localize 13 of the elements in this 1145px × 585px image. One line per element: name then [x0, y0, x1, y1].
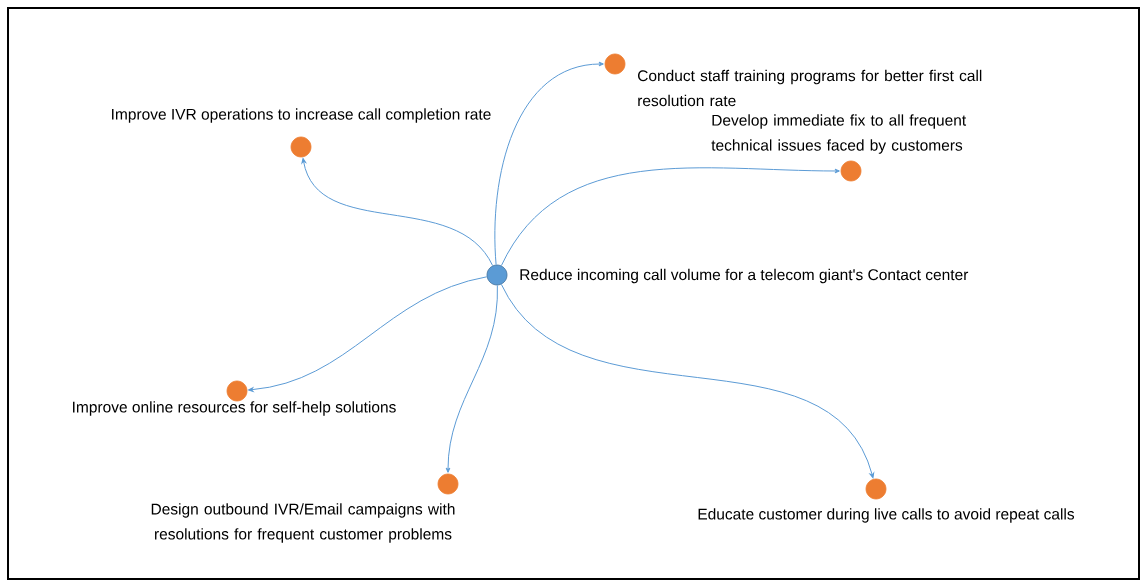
- node-label: Design outbound IVR/Email campaigns with resolutions for frequent customer problems: [151, 503, 455, 543]
- node-label: Develop immediate fix to all frequent technical issues faced by customers: [711, 114, 967, 154]
- node-label: Reduce incoming call volume for a telecom giant's Contact center: [520, 268, 969, 284]
- arrow: [494, 61, 604, 266]
- arrow: [301, 158, 494, 267]
- arrow: [248, 276, 488, 392]
- node-label: Improve IVR operations to increase call completion rate: [112, 108, 491, 123]
- arrow: [500, 283, 875, 479]
- arrow: [445, 284, 498, 473]
- node-label: Improve online resources for self-help solutions: [73, 401, 396, 416]
- node-label: Educate customer during live calls to avoid repeat calls: [698, 508, 1075, 523]
- node-label: Conduct staff training programs for better first call resolution rate: [638, 69, 982, 107]
- arrow: [500, 167, 840, 267]
